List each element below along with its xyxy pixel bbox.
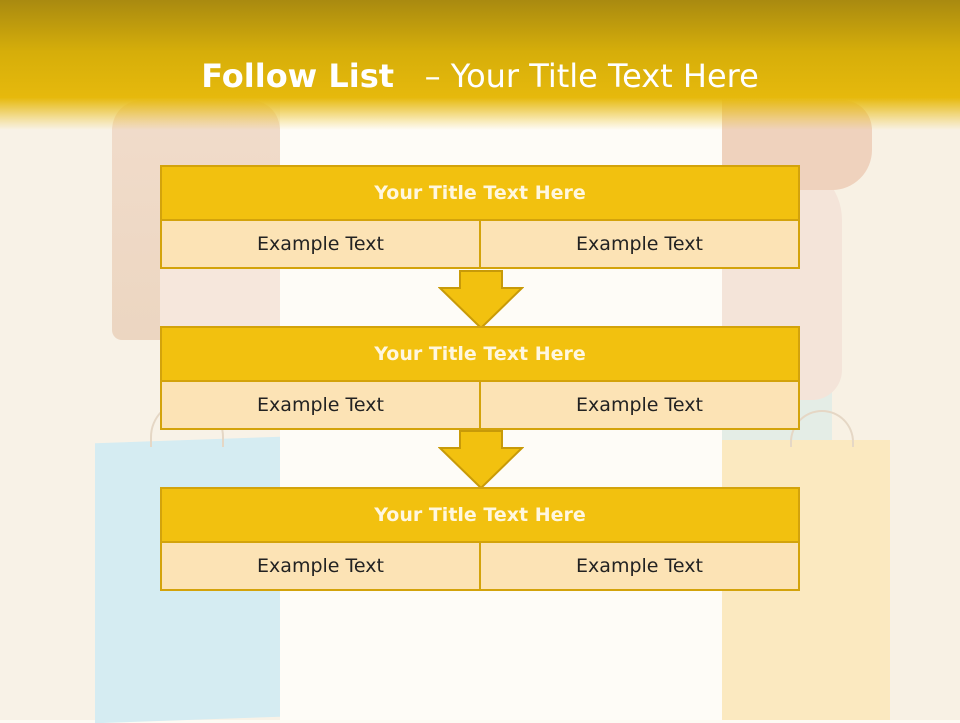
slide-title: Follow List – Your Title Text Here bbox=[0, 54, 960, 98]
block-row: Example Text Example Text bbox=[160, 380, 800, 430]
block-title[interactable]: Your Title Text Here bbox=[160, 165, 800, 221]
slide-title-rest: – Your Title Text Here bbox=[424, 57, 759, 95]
block-cell-left[interactable]: Example Text bbox=[160, 541, 481, 591]
block-title[interactable]: Your Title Text Here bbox=[160, 326, 800, 382]
block-row: Example Text Example Text bbox=[160, 219, 800, 269]
arrow-down-icon bbox=[438, 270, 524, 330]
arrow-down-icon bbox=[438, 430, 524, 490]
block-row: Example Text Example Text bbox=[160, 541, 800, 591]
block-cell-left[interactable]: Example Text bbox=[160, 380, 481, 430]
block-cell-left[interactable]: Example Text bbox=[160, 219, 481, 269]
slide-title-bold: Follow List bbox=[201, 57, 395, 95]
block-cell-right[interactable]: Example Text bbox=[479, 541, 800, 591]
block-cell-right[interactable]: Example Text bbox=[479, 219, 800, 269]
block-cell-right[interactable]: Example Text bbox=[479, 380, 800, 430]
title-band bbox=[0, 0, 960, 130]
list-block: Your Title Text Here Example Text Exampl… bbox=[160, 165, 800, 269]
block-title[interactable]: Your Title Text Here bbox=[160, 487, 800, 543]
list-block: Your Title Text Here Example Text Exampl… bbox=[160, 326, 800, 430]
list-block: Your Title Text Here Example Text Exampl… bbox=[160, 487, 800, 591]
